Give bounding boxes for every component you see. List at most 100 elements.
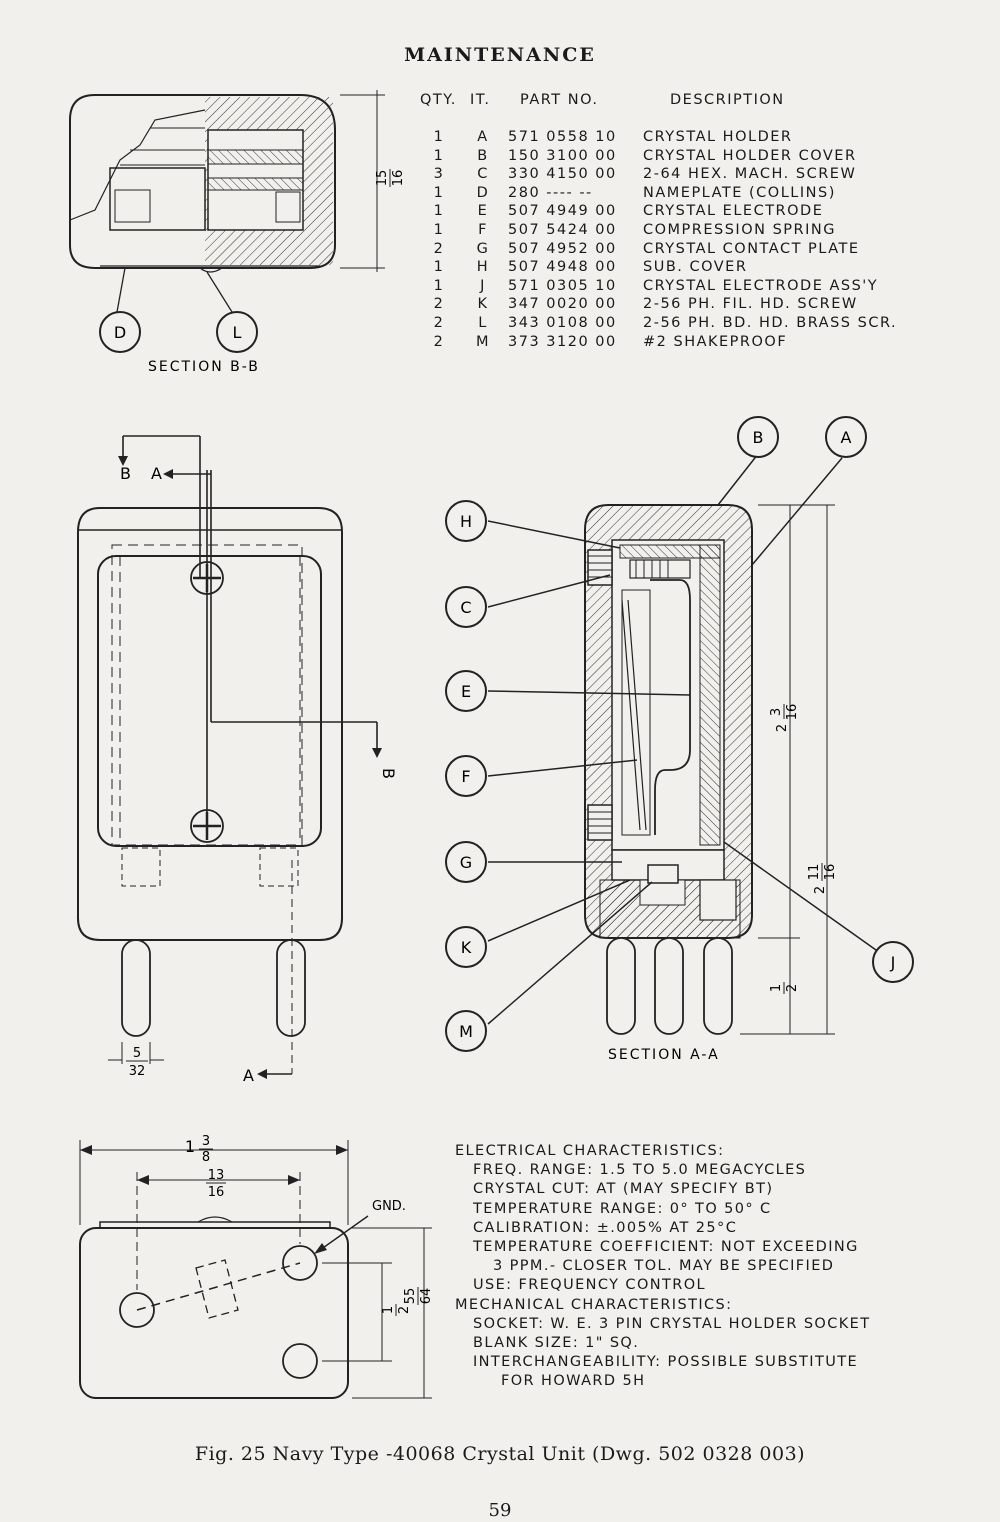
callout-b: B <box>737 416 779 458</box>
svg-text:F: F <box>461 767 470 786</box>
svg-text:3: 3 <box>769 708 784 716</box>
callout-d: D <box>99 311 141 353</box>
svg-text:55: 55 <box>403 1288 418 1305</box>
gnd-label: GND. <box>372 1199 406 1214</box>
page-heading: MAINTENANCE <box>404 44 596 66</box>
temp-coefficient-cont: 3 PPM.- CLOSER TOL. MAY BE SPECIFIED <box>493 1258 835 1275</box>
svg-text:D: D <box>114 323 126 342</box>
dim-aa-upper: 2 3 16 <box>769 704 800 732</box>
svg-text:2: 2 <box>397 1306 412 1314</box>
svg-text:A: A <box>841 428 852 447</box>
part-number: 330 4150 00 <box>508 166 617 183</box>
crystal-cut: CRYSTAL CUT: AT (MAY SPECIFY BT) <box>473 1181 774 1198</box>
part-number: 507 5424 00 <box>508 221 617 238</box>
use: USE: FREQUENCY CONTROL <box>473 1277 707 1294</box>
temperature-range: TEMPERATURE RANGE: 0° TO 50° C <box>473 1200 772 1217</box>
header-item: IT. <box>470 92 491 108</box>
dim-pin-spacing: 13 16 <box>206 1168 226 1200</box>
svg-text:G: G <box>460 853 472 872</box>
svg-text:15: 15 <box>375 170 390 187</box>
calibration: CALIBRATION: ±.005% AT 25°C <box>473 1219 738 1236</box>
svg-text:B: B <box>753 428 764 447</box>
svg-text:C: C <box>460 598 471 617</box>
svg-text:M: M <box>459 1022 473 1041</box>
svg-text:8: 8 <box>202 1150 210 1165</box>
svg-text:16: 16 <box>823 864 838 881</box>
svg-text:L: L <box>233 323 242 342</box>
section-aa-label: SECTION A-A <box>608 1047 720 1063</box>
callout-f: F <box>445 755 487 797</box>
callout-a: A <box>825 416 867 458</box>
part-number: 347 0020 00 <box>508 296 617 313</box>
part-item: A <box>477 129 489 145</box>
part-description: NAMEPLATE (COLLINS) <box>643 184 836 201</box>
svg-text:32: 32 <box>129 1064 146 1079</box>
dim-aa-pin: 1 2 <box>769 982 800 994</box>
part-item: F <box>478 221 488 238</box>
svg-text:1: 1 <box>185 1137 195 1156</box>
page-number: 59 <box>488 1500 512 1521</box>
part-qty: 1 <box>433 184 445 201</box>
callout-k: K <box>445 926 487 968</box>
svg-text:J: J <box>890 953 896 972</box>
part-number: 571 0558 10 <box>508 129 617 145</box>
part-item: C <box>477 166 489 183</box>
part-qty: 1 <box>433 277 445 294</box>
part-qty: 3 <box>433 166 445 183</box>
svg-text:3: 3 <box>202 1134 210 1149</box>
temp-coefficient: TEMPERATURE COEFFICIENT: NOT EXCEEDING <box>473 1239 859 1256</box>
part-description: #2 SHAKEPROOF <box>643 333 788 350</box>
part-qty: 2 <box>433 314 445 331</box>
svg-text:1: 1 <box>769 984 784 992</box>
part-description: CRYSTAL HOLDER COVER <box>643 147 857 164</box>
part-number: 373 3120 00 <box>508 333 617 350</box>
callout-c: C <box>445 586 487 628</box>
callout-m: M <box>445 1010 487 1052</box>
part-qty: 1 <box>433 203 445 220</box>
header-description: DESCRIPTION <box>670 92 785 108</box>
part-item: K <box>477 296 489 313</box>
mechanical-heading: MECHANICAL CHARACTERISTICS: <box>455 1296 733 1313</box>
part-qty: 2 <box>433 296 445 313</box>
svg-text:H: H <box>460 512 472 531</box>
svg-text:K: K <box>461 938 472 957</box>
callout-l: L <box>216 311 258 353</box>
part-qty: 1 <box>433 259 445 276</box>
bottom-view-drawing <box>79 1140 432 1399</box>
interchangeability-cont: FOR HOWARD 5H <box>501 1373 646 1390</box>
part-qty: 2 <box>433 333 445 350</box>
electrical-heading: ELECTRICAL CHARACTERISTICS: <box>455 1143 725 1159</box>
part-description: CRYSTAL HOLDER <box>643 129 793 145</box>
part-description: COMPRESSION SPRING <box>643 221 836 238</box>
part-description: CRYSTAL ELECTRODE ASS'Y <box>643 277 879 294</box>
part-description: CRYSTAL CONTACT PLATE <box>643 240 860 257</box>
cut-mark-a: A <box>151 464 162 483</box>
svg-text:2: 2 <box>775 724 790 732</box>
parts-row: 2 M 373 3120 00 #2 SHAKEPROOF <box>420 333 970 352</box>
dim-bottom-half: 1 2 <box>381 1304 412 1316</box>
part-description: CRYSTAL ELECTRODE <box>643 203 824 220</box>
callout-j: J <box>872 941 914 983</box>
svg-text:1: 1 <box>381 1306 396 1314</box>
svg-text:E: E <box>461 682 471 701</box>
part-item: H <box>476 259 490 276</box>
part-item: M <box>475 333 490 350</box>
part-number: 280 ---- -- <box>508 184 593 201</box>
part-qty: 1 <box>433 147 445 164</box>
socket: SOCKET: W. E. 3 PIN CRYSTAL HOLDER SOCKE… <box>473 1315 871 1332</box>
svg-text:2: 2 <box>813 886 828 894</box>
part-number: 150 3100 00 <box>508 147 617 164</box>
part-number: 343 0108 00 <box>508 314 617 331</box>
cut-mark-a-lower: A <box>243 1066 254 1085</box>
svg-text:11: 11 <box>807 864 822 881</box>
part-number: 507 4952 00 <box>508 240 617 257</box>
callout-g: G <box>445 841 487 883</box>
svg-text:5: 5 <box>133 1046 141 1061</box>
